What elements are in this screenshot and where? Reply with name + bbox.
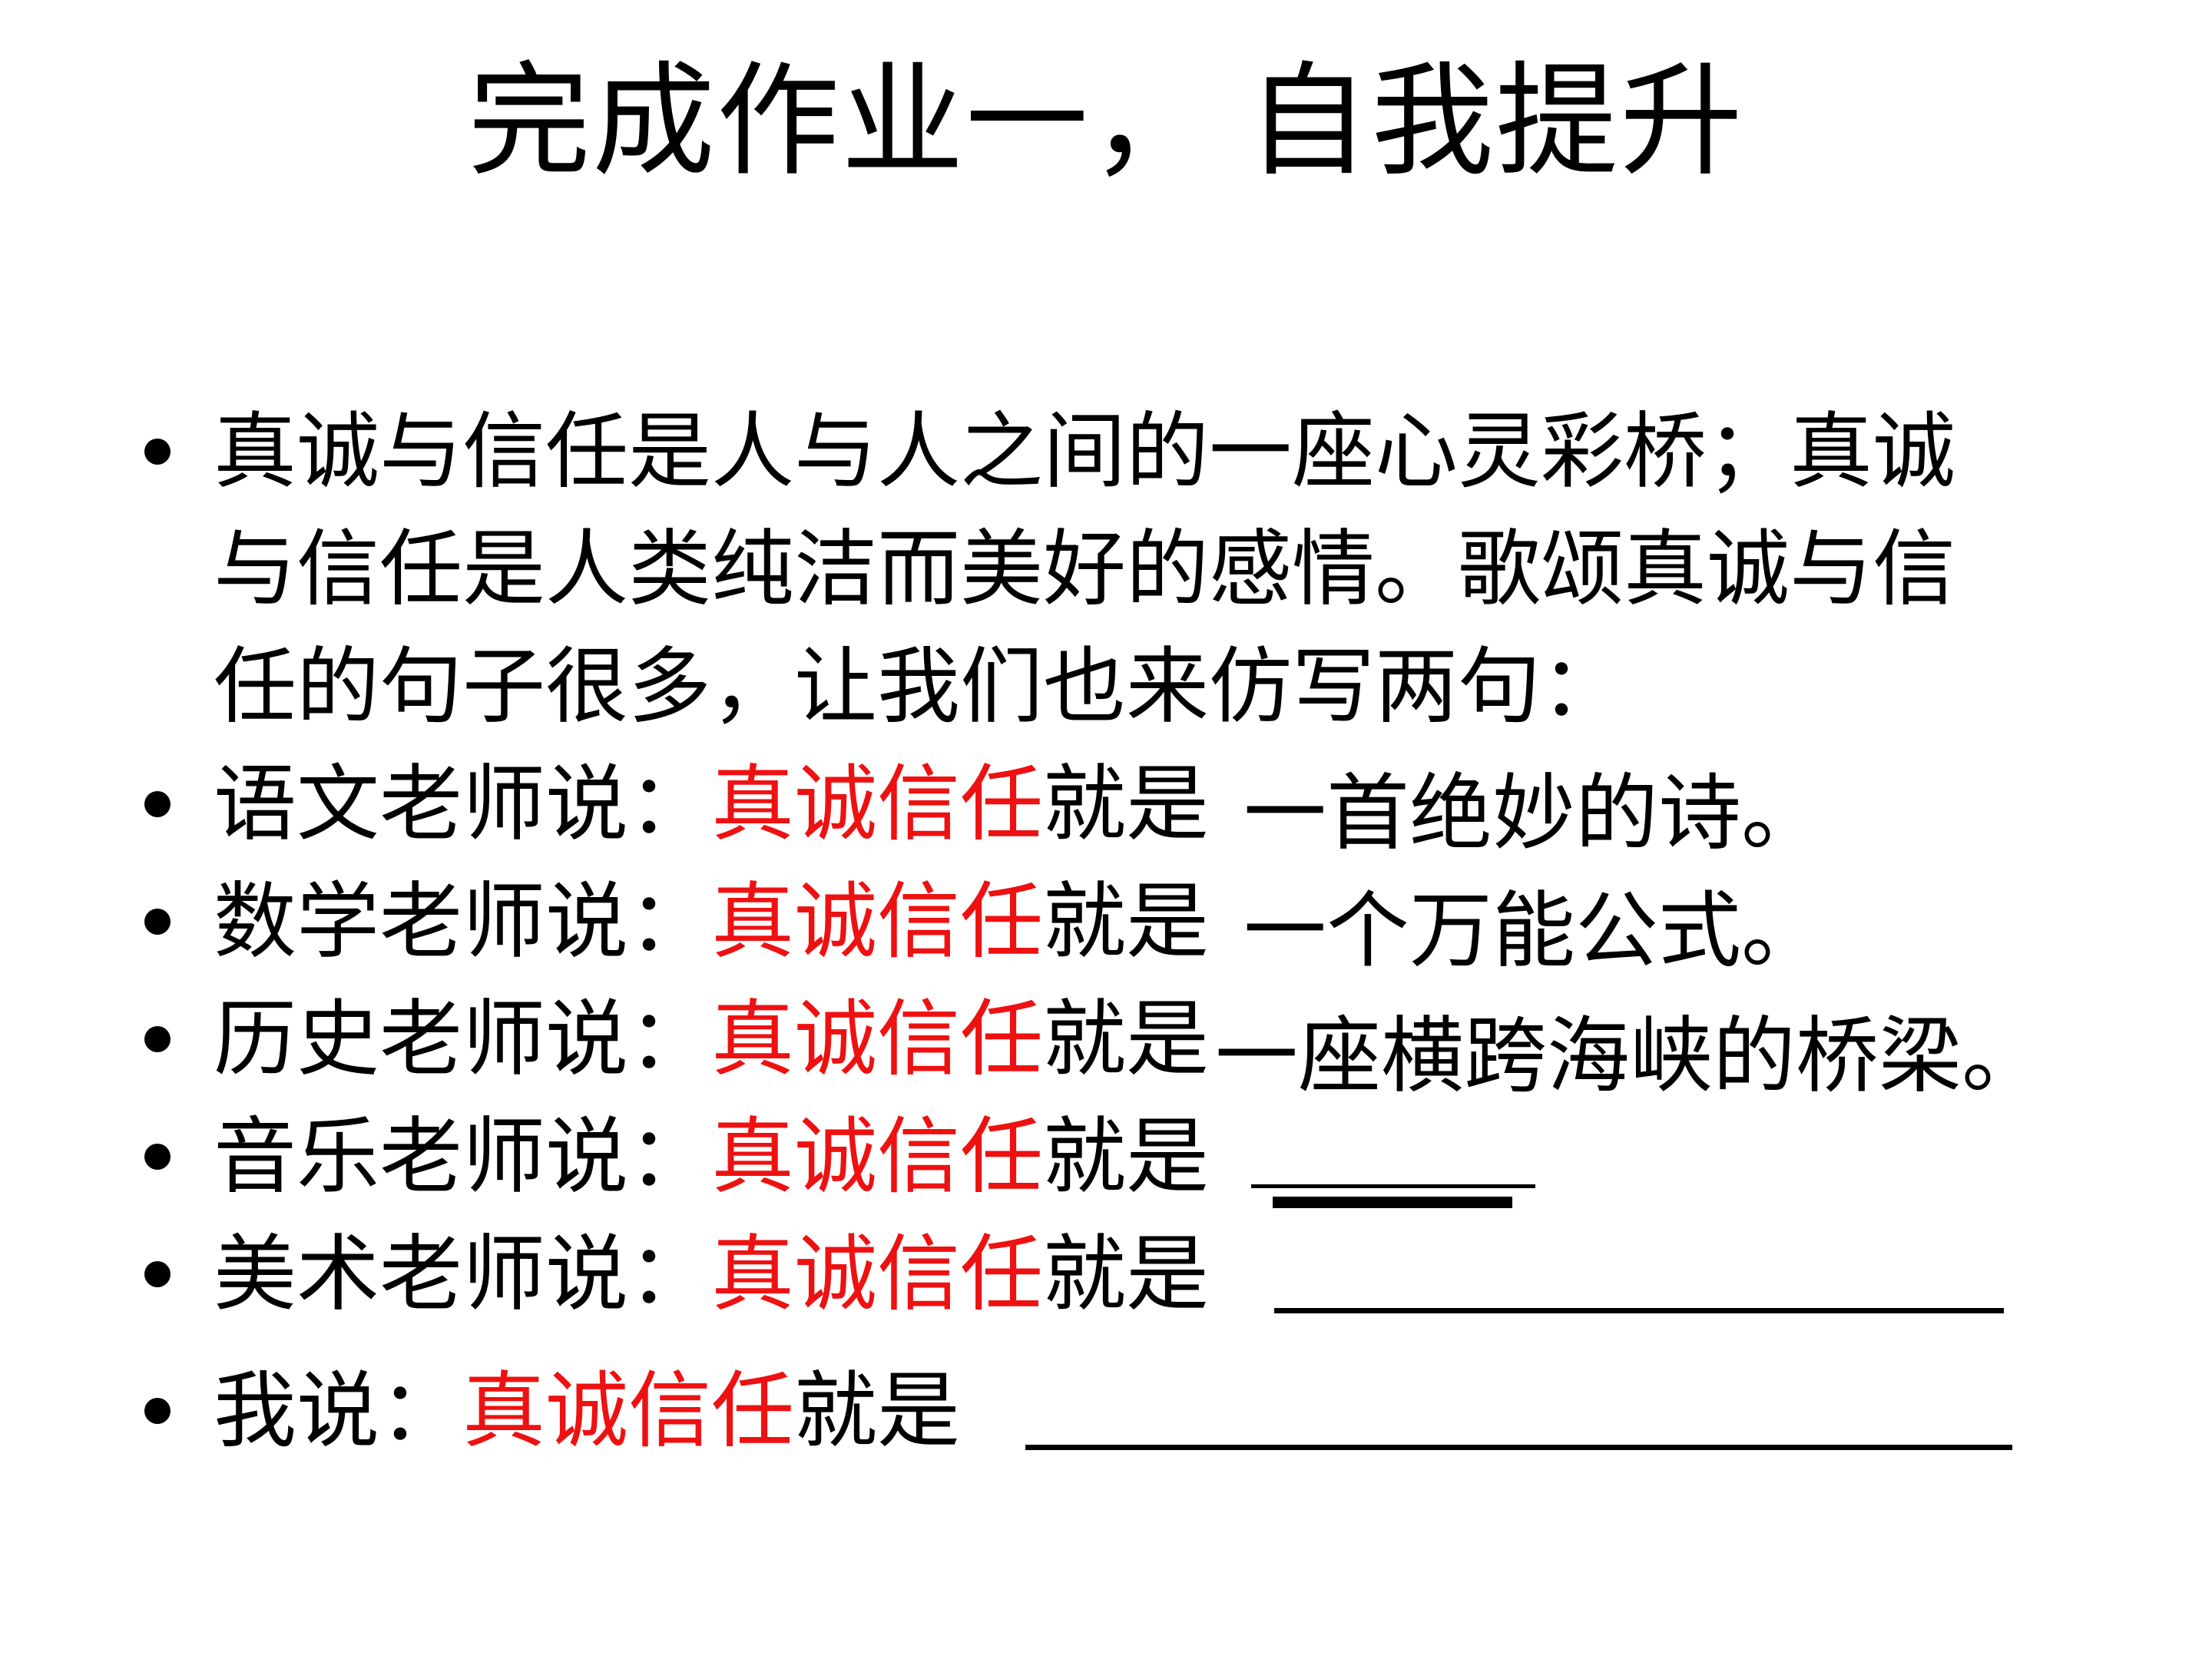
highlight-text: 真诚信任 — [711, 760, 1044, 851]
bullet-icon — [144, 1261, 171, 1287]
suffix-text: 就是 — [1043, 760, 1210, 851]
bullet-item-math-teacher: 数学老师说：真诚信任就是一个万能公式。 — [144, 864, 2157, 982]
intro-line-1: 真诚与信任是人与人之间的一座心灵彩桥；真诚 — [214, 407, 1956, 498]
answer-text: 一座横跨海峡的桥梁。 — [1215, 1012, 2045, 1103]
slide-title: 完成作业一， 自我提升 — [467, 54, 1744, 190]
teacher-label: 数学老师说： — [214, 877, 712, 969]
intro-line-2: 与信任是人类纯洁而美好的感情。歌颂真诚与信 — [214, 525, 1956, 616]
bullet-item-music-teacher: 音乐老师说：真诚信任就是 — [144, 1099, 2157, 1217]
bullet-list: 真诚与信任是人与人之间的一座心灵彩桥；真诚 与信任是人类纯洁而美好的感情。歌颂真… — [144, 394, 2157, 1471]
answer-text: 一个万能公式。 — [1243, 886, 1825, 978]
suffix-text: 就是 — [794, 1366, 961, 1458]
answer-blank-line — [1025, 1445, 2013, 1450]
bullet-icon — [144, 909, 171, 935]
suffix-text: 就是 — [1043, 1112, 1210, 1204]
bullet-icon — [144, 1144, 171, 1170]
bullet-item-chinese-teacher: 语文老师说：真诚信任就是一首绝妙的诗。 — [144, 747, 2157, 864]
blank-thick-rule — [1273, 1197, 1513, 1208]
bullet-icon — [144, 791, 171, 817]
bullet-item-me: 我说：真诚信任就是 — [144, 1353, 2157, 1471]
suffix-text: 就是 — [1043, 995, 1210, 1086]
bullet-icon — [144, 1398, 171, 1424]
highlight-text: 真诚信任 — [711, 995, 1044, 1086]
highlight-text: 真诚信任 — [462, 1366, 795, 1458]
speaker-label: 我说： — [214, 1366, 463, 1458]
highlight-text: 真诚信任 — [711, 1112, 1044, 1204]
blank-thin-rule — [1251, 1184, 1536, 1188]
bullet-icon — [144, 439, 171, 465]
teacher-label: 音乐老师说： — [214, 1112, 712, 1204]
intro-line-3: 任的句子很多，让我们也来仿写两句： — [214, 642, 1624, 733]
teacher-label: 语文老师说： — [214, 760, 712, 851]
intro-paragraph: 真诚与信任是人与人之间的一座心灵彩桥；真诚 与信任是人类纯洁而美好的感情。歌颂真… — [214, 394, 2157, 747]
highlight-text: 真诚信任 — [711, 1230, 1044, 1321]
answer-blank-line — [1274, 1308, 2005, 1313]
highlight-text: 真诚信任 — [711, 877, 1044, 969]
bullet-item-intro: 真诚与信任是人与人之间的一座心灵彩桥；真诚 与信任是人类纯洁而美好的感情。歌颂真… — [144, 394, 2157, 747]
answer-text: 一首绝妙的诗。 — [1243, 769, 1825, 860]
teacher-label: 美术老师说： — [214, 1230, 712, 1321]
suffix-text: 就是 — [1043, 1230, 1210, 1321]
bullet-item-art-teacher: 美术老师说：真诚信任就是 — [144, 1217, 2157, 1334]
bullet-item-history-teacher: 历史老师说：真诚信任就是一座横跨海峡的桥梁。 — [144, 982, 2157, 1103]
suffix-text: 就是 — [1043, 877, 1210, 969]
answer-blank-double — [1251, 1184, 1536, 1208]
bullet-icon — [144, 1026, 171, 1052]
teacher-label: 历史老师说： — [214, 995, 712, 1086]
